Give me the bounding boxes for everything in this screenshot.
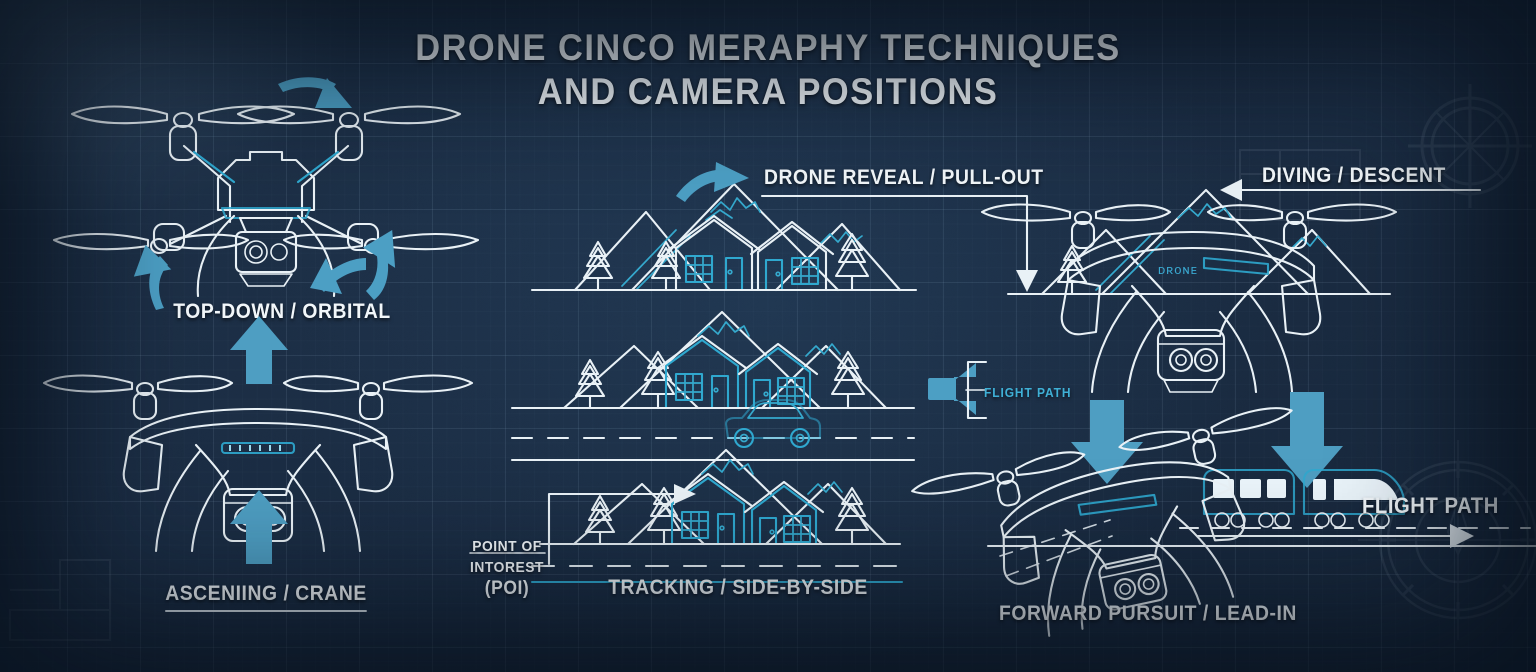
label-poi-line3: (POI) bbox=[484, 578, 530, 599]
label-ascending-crane: ASCENIING / CRANE bbox=[165, 582, 367, 612]
rotor-left-front bbox=[42, 374, 234, 421]
rotor-left bbox=[980, 203, 1172, 250]
quadcopter-top-view-drawing bbox=[52, 105, 480, 298]
tree bbox=[650, 240, 682, 292]
car bbox=[724, 398, 822, 449]
quadcopter-pursuit-drawing bbox=[911, 407, 1293, 637]
arrow-drone-reveal-curve bbox=[676, 162, 749, 202]
train-car-2 bbox=[1302, 468, 1406, 528]
mountain-village-scene-1 bbox=[530, 182, 918, 292]
arrow-ascend-lower bbox=[230, 490, 288, 564]
arrow-orbital-right bbox=[363, 229, 396, 300]
arrow-diving-left bbox=[1220, 179, 1482, 201]
label-top-down-orbital: TOP-DOWN / ORBITAL bbox=[173, 300, 391, 323]
rotor-rear-left bbox=[52, 222, 250, 255]
page-title-line2: AND CAMERA POSITIONS bbox=[537, 71, 999, 112]
label-flight-path-right: FLIGHT PATH bbox=[1362, 493, 1499, 518]
rotor-right bbox=[1206, 203, 1398, 250]
label-forward-pursuit: FORWARD PURSUIT / LEAD-IN bbox=[999, 602, 1297, 625]
tree bbox=[834, 232, 870, 292]
bracket-reveal-to-descent bbox=[760, 194, 1038, 292]
label-diving-descent: DIVING / DESCENT bbox=[1262, 164, 1446, 187]
arrow-orbital-top bbox=[278, 77, 352, 108]
page-title-line1: DRONE CINCO MERAPHY TECHNIQUES bbox=[415, 27, 1121, 68]
tree bbox=[584, 494, 616, 546]
rotor-right-front bbox=[282, 374, 474, 421]
rotor-left bbox=[911, 451, 1086, 507]
page-title: DRONE CINCO MERAPHY TECHNIQUES AND CAMER… bbox=[54, 26, 1482, 114]
svg-text:ᴅʀᴏɴᴇ: ᴅʀᴏɴᴇ bbox=[1158, 262, 1198, 277]
label-poi: POINT OF INTOREST (POI) bbox=[470, 536, 544, 599]
arrow-ascend-upper bbox=[230, 316, 288, 384]
quadcopter-diving-drawing: ᴅʀᴏɴᴇ bbox=[980, 203, 1398, 394]
label-tracking: TRACKING / SIDE-BY-SIDE bbox=[608, 576, 868, 599]
label-poi-line2: INTOREST bbox=[470, 559, 544, 576]
house-right bbox=[743, 480, 825, 546]
rotor-front-left bbox=[70, 105, 296, 162]
mountain-village-tracking-scene bbox=[530, 448, 904, 584]
arrow-orbital-bottom bbox=[310, 258, 366, 294]
arrow-flight-path-right bbox=[1196, 524, 1474, 548]
arrow-descend-right bbox=[1271, 392, 1343, 488]
tree bbox=[830, 350, 866, 410]
rotor-rear-right bbox=[282, 222, 480, 255]
house-left bbox=[656, 334, 748, 410]
arrow-descend-left bbox=[1071, 400, 1143, 484]
house-left bbox=[666, 214, 762, 292]
mountain-village-road-scene bbox=[510, 310, 916, 462]
house-right bbox=[749, 220, 835, 292]
tree bbox=[834, 486, 870, 546]
tree bbox=[582, 240, 614, 292]
label-drone-reveal: DRONE REVEAL / PULL-OUT bbox=[764, 166, 1044, 189]
rotor-right bbox=[1118, 407, 1293, 465]
tree bbox=[574, 358, 606, 410]
label-flight-path-left: FLIGHT PATH bbox=[984, 385, 1072, 400]
sight-lines bbox=[999, 519, 1113, 577]
label-poi-line1: POINT OF bbox=[472, 538, 542, 555]
mountain-scene-right bbox=[1006, 188, 1392, 296]
poi-bracket bbox=[547, 484, 696, 566]
rotor-front-right bbox=[236, 105, 462, 162]
arrow-orbital-left bbox=[133, 244, 172, 310]
train-car-1 bbox=[1202, 468, 1296, 528]
